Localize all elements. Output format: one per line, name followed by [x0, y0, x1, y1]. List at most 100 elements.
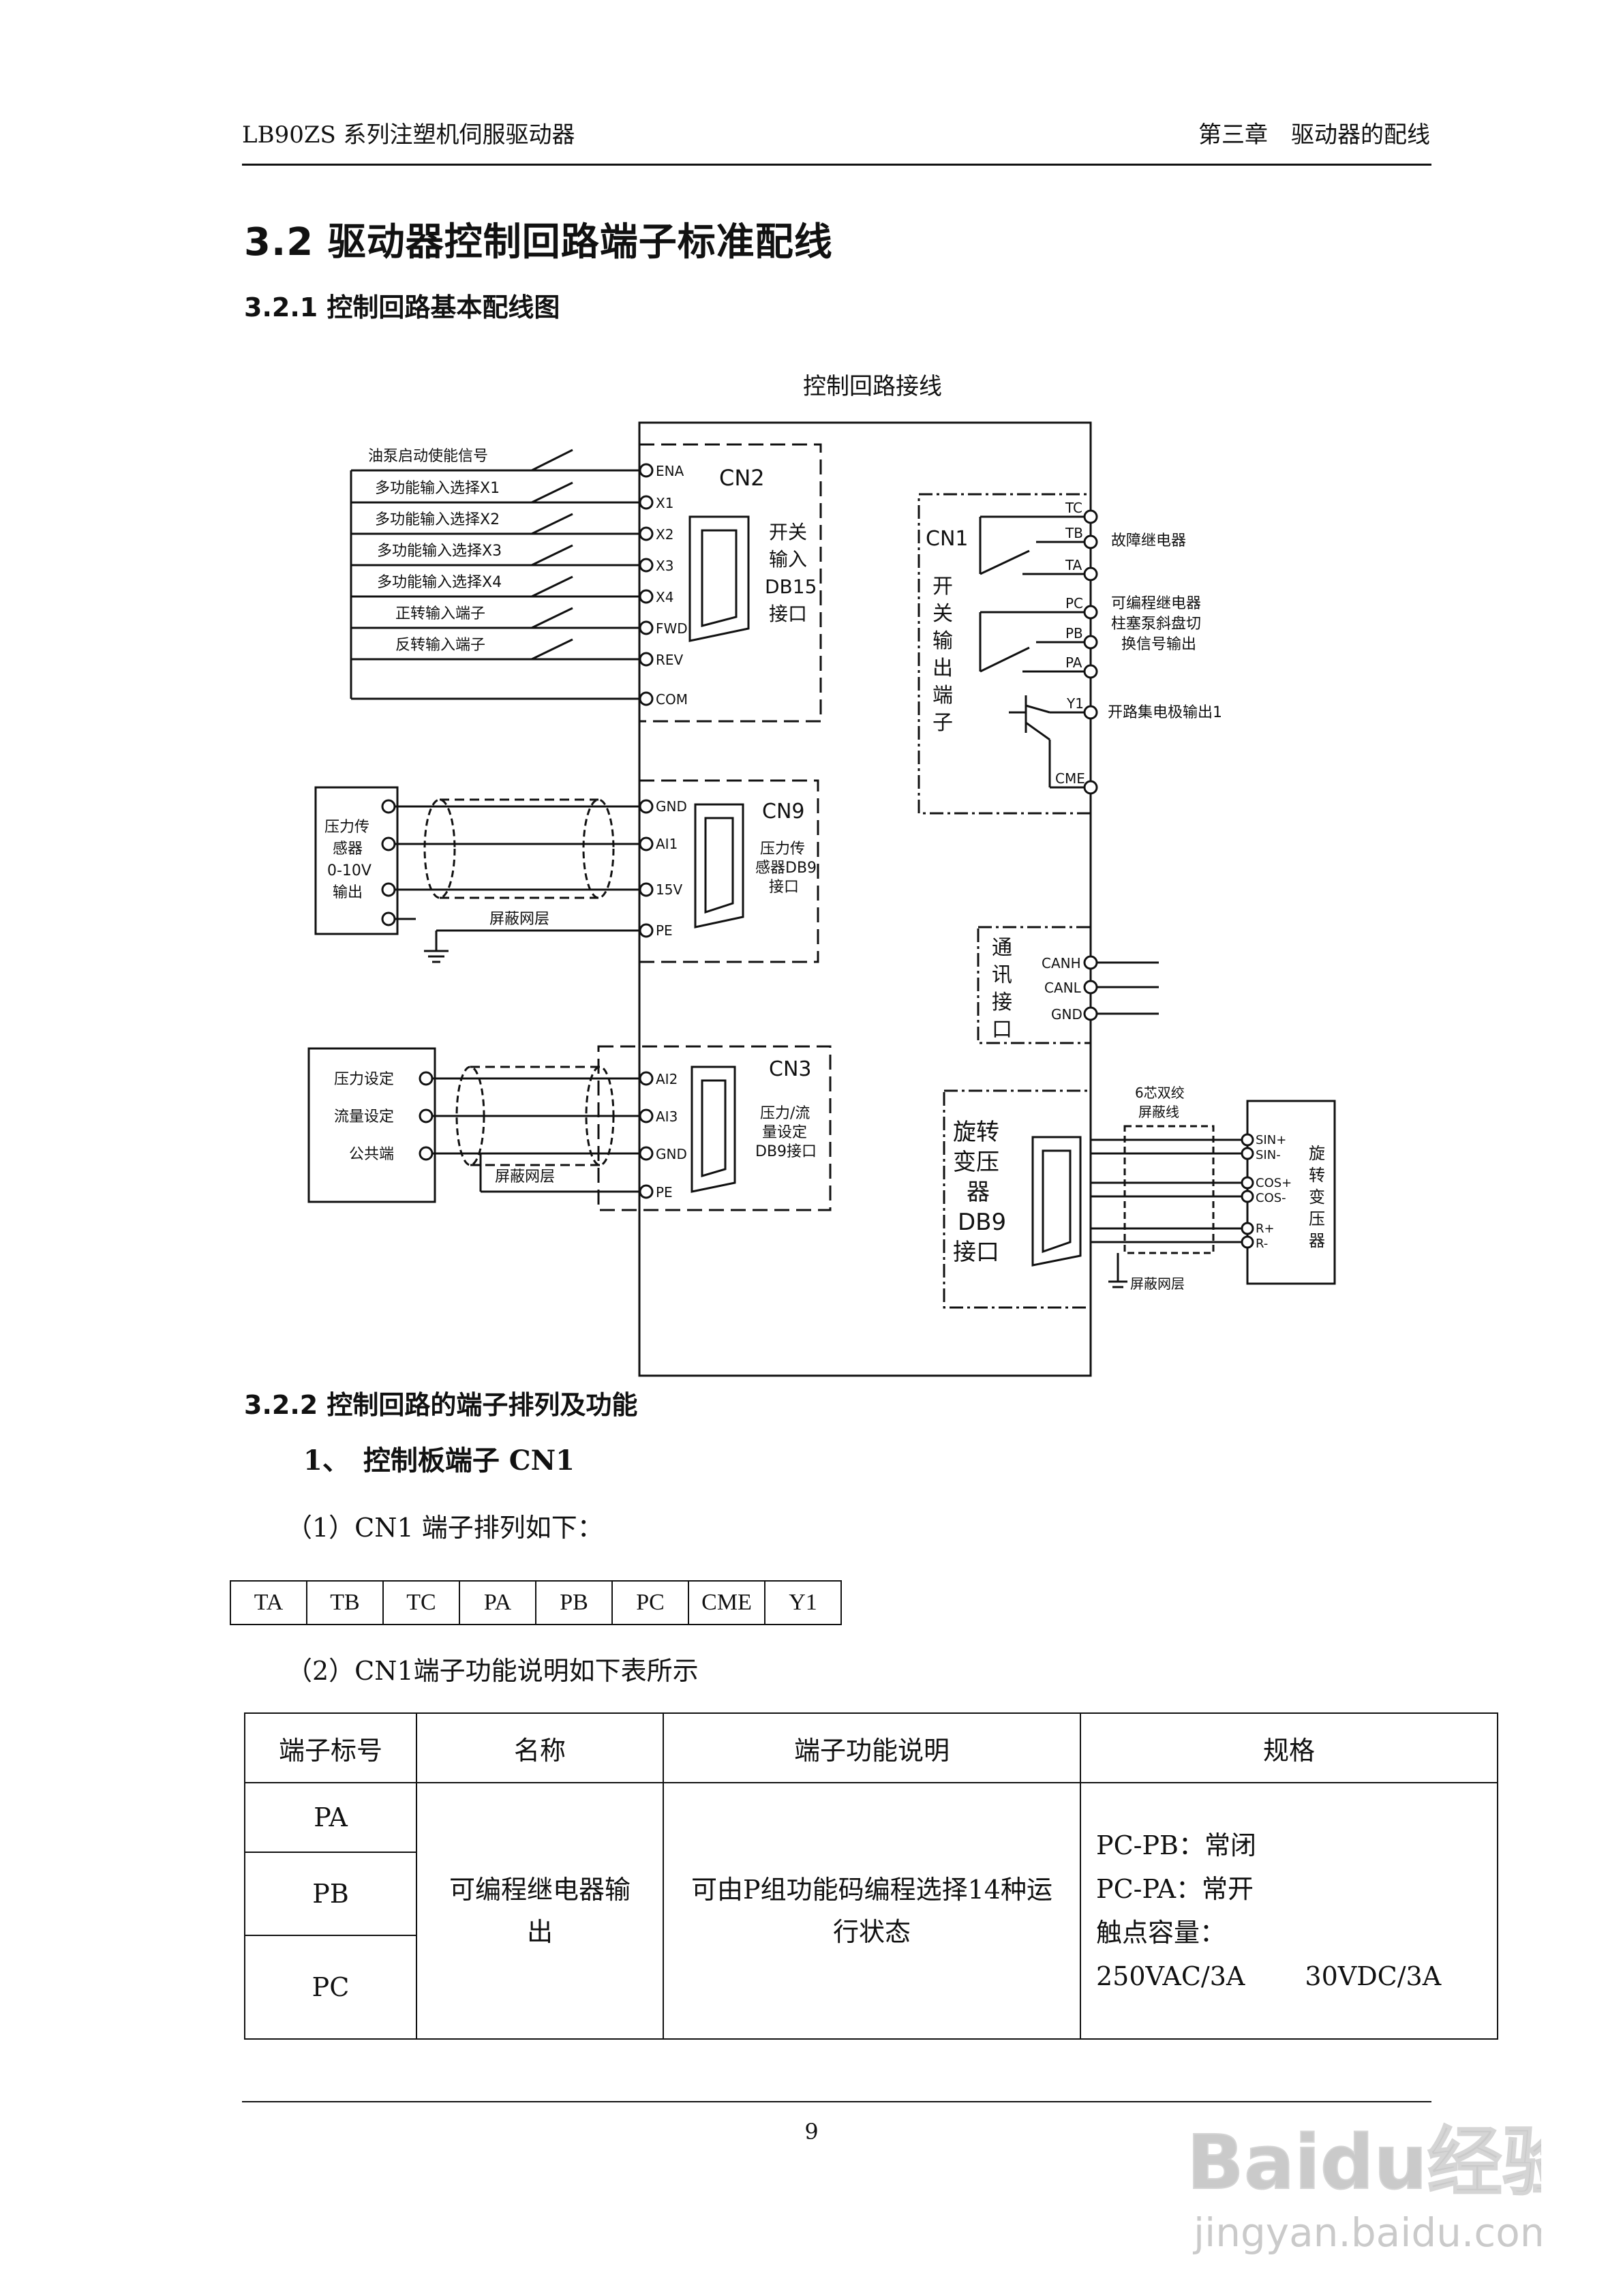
prog-relay-label: 柱塞泵斜盘切 — [1111, 616, 1201, 633]
cn2-input-label: 多功能输入选择X2 — [375, 511, 500, 528]
cn1-pin: Y1 — [1066, 695, 1084, 712]
comm-desc: 通 — [992, 936, 1012, 960]
pin-cell: TC — [382, 1580, 460, 1625]
cn2-desc: 开关 — [769, 521, 807, 543]
cn2-desc: 输入 — [769, 548, 807, 571]
watermark-url: jingyan.baidu.com — [1192, 2209, 1541, 2256]
table-header: 端子功能说明 — [663, 1712, 1081, 1783]
resolver-device-label: 转 — [1309, 1166, 1325, 1185]
spec-line: PC-PA：常开 — [1096, 1874, 1254, 1904]
resolver-pin: SIN+ — [1256, 1133, 1286, 1147]
resolver-device-label: 变 — [1309, 1188, 1325, 1207]
cn1-desc: 关 — [932, 602, 953, 626]
comm-pin: GND — [1051, 1006, 1082, 1023]
resolver-desc: 变压 — [953, 1149, 999, 1176]
prog-relay-label: 可编程继电器 — [1111, 595, 1201, 612]
comm-desc: 口 — [992, 1018, 1012, 1042]
sensor-label: 感器 — [333, 841, 363, 858]
sensor-label: 0-10V — [327, 862, 371, 879]
sensor-label: 压力传 — [324, 819, 369, 836]
cn3-shield-label: 屏蔽网层 — [495, 1168, 555, 1185]
cn1-pin: PC — [1065, 595, 1083, 611]
cn9-desc: 感器DB9 — [755, 860, 817, 877]
cn2-pin: REV — [656, 652, 684, 668]
paragraph-2: （2）CN1端子功能说明如下表所示 — [286, 1656, 699, 1686]
resolver-desc: 器 — [967, 1179, 990, 1206]
cn2-input-label: 正转输入端子 — [395, 605, 485, 622]
subsection-title-2: 3.2.2 控制回路的端子排列及功能 — [244, 1390, 638, 1420]
resolver-pin: SIN- — [1256, 1148, 1281, 1162]
cn3-input-label: 公共端 — [349, 1146, 394, 1163]
cn3-input-label: 流量设定 — [334, 1108, 394, 1126]
open-collector-label: 开路集电极输出1 — [1108, 704, 1222, 721]
cn9-pin: 15V — [656, 881, 682, 898]
resolver-cable-label: 屏蔽线 — [1138, 1104, 1179, 1120]
cn3-pin: PE — [656, 1184, 673, 1200]
cn1-desc: 子 — [932, 711, 953, 735]
diagram-title: 控制回路接线 — [803, 373, 942, 400]
cn2-input-label: 反转输入端子 — [395, 637, 485, 654]
page-number: 9 — [804, 2119, 819, 2145]
cn1-desc: 输 — [932, 629, 953, 653]
resolver-desc: 接口 — [953, 1239, 999, 1266]
cn1-pin: PB — [1065, 625, 1083, 641]
resolver-cable-label: 6芯双绞 — [1135, 1085, 1185, 1101]
pin-cell: PA — [459, 1580, 536, 1625]
terminal-cell: PB — [244, 1852, 417, 1936]
resolver-pin: COS+ — [1256, 1176, 1292, 1190]
cn2-pin: FWD — [656, 620, 688, 637]
header-rule — [242, 164, 1431, 166]
resolver-device-label: 旋 — [1309, 1144, 1325, 1163]
cn2-desc: DB15 — [765, 575, 817, 598]
spec-line: 250VAC/3A 30VDC/3A — [1096, 1961, 1442, 1991]
cn2-pin: X1 — [656, 495, 673, 511]
cn1-label: CN1 — [926, 527, 968, 551]
cn3-input-label: 压力设定 — [334, 1071, 394, 1088]
resolver-shield-label: 屏蔽网层 — [1130, 1275, 1185, 1292]
cn2-pin: X2 — [656, 526, 673, 543]
cn9-desc: 接口 — [769, 879, 799, 896]
subsection-title-1: 3.2.1 控制回路基本配线图 — [244, 292, 560, 322]
cn3-pin: AI3 — [656, 1108, 678, 1125]
resolver-desc: 旋转 — [953, 1119, 999, 1146]
pin-arrangement-table: TA TB TC PA PB PC CME Y1 — [230, 1580, 842, 1625]
terminal-cell: PA — [244, 1782, 417, 1853]
spec-line: 触点容量： — [1096, 1918, 1226, 1948]
pin-cell: PB — [535, 1580, 613, 1625]
cn3-desc: 量设定 — [762, 1124, 807, 1141]
cn1-pin: TB — [1065, 525, 1083, 541]
cn3-pin: GND — [656, 1146, 687, 1162]
function-cell: 可由P组功能码编程选择14种运行状态 — [663, 1782, 1081, 2040]
resolver-device-label: 压 — [1309, 1209, 1325, 1228]
cn2-pin: ENA — [656, 463, 684, 479]
cn2-pin: X3 — [656, 558, 673, 574]
cn2-input-label: 油泵启动使能信号 — [368, 448, 488, 465]
spec-line: PC-PB：常闭 — [1096, 1830, 1256, 1860]
fault-relay-label: 故障继电器 — [1111, 532, 1186, 549]
comm-desc: 讯 — [992, 963, 1012, 987]
cn9-pin: GND — [656, 798, 687, 815]
section-title: 3.2 驱动器控制回路端子标准配线 — [244, 220, 833, 265]
item-1-title: 1、 控制板端子 CN1 — [303, 1445, 575, 1477]
table-header: 规格 — [1080, 1712, 1498, 1783]
header-right: 第三章 驱动器的配线 — [1198, 121, 1430, 149]
wiring-diagram: 控制回路接线 油泵启动使能信号 多功能输入选择X1 多功能输入选择X2 多功能输… — [307, 373, 1336, 1377]
cn9-label: CN9 — [762, 800, 804, 824]
pin-cell: Y1 — [764, 1580, 842, 1625]
cn2-pin: COM — [656, 691, 688, 708]
sensor-label: 输出 — [333, 884, 363, 901]
cn3-pin: AI2 — [656, 1071, 678, 1087]
cn1-pin: TC — [1065, 500, 1082, 516]
cn9-pin: PE — [656, 922, 673, 939]
resolver-pin: R+ — [1256, 1222, 1275, 1236]
cn1-desc: 开 — [932, 575, 953, 599]
cn1-pin: TA — [1065, 557, 1082, 573]
header-left: LB90ZS 系列注塑机伺服驱动器 — [242, 121, 575, 149]
cn9-shield-label: 屏蔽网层 — [489, 911, 549, 928]
table-header: 端子标号 — [244, 1712, 417, 1783]
comm-desc: 接 — [992, 991, 1012, 1014]
cn2-input-label: 多功能输入选择X3 — [377, 543, 502, 560]
resolver-pin: R- — [1256, 1237, 1268, 1251]
watermark: Baidu经验 jingyan.baidu.com — [1186, 2100, 1578, 2263]
cn3-desc: 压力/流 — [760, 1105, 810, 1122]
